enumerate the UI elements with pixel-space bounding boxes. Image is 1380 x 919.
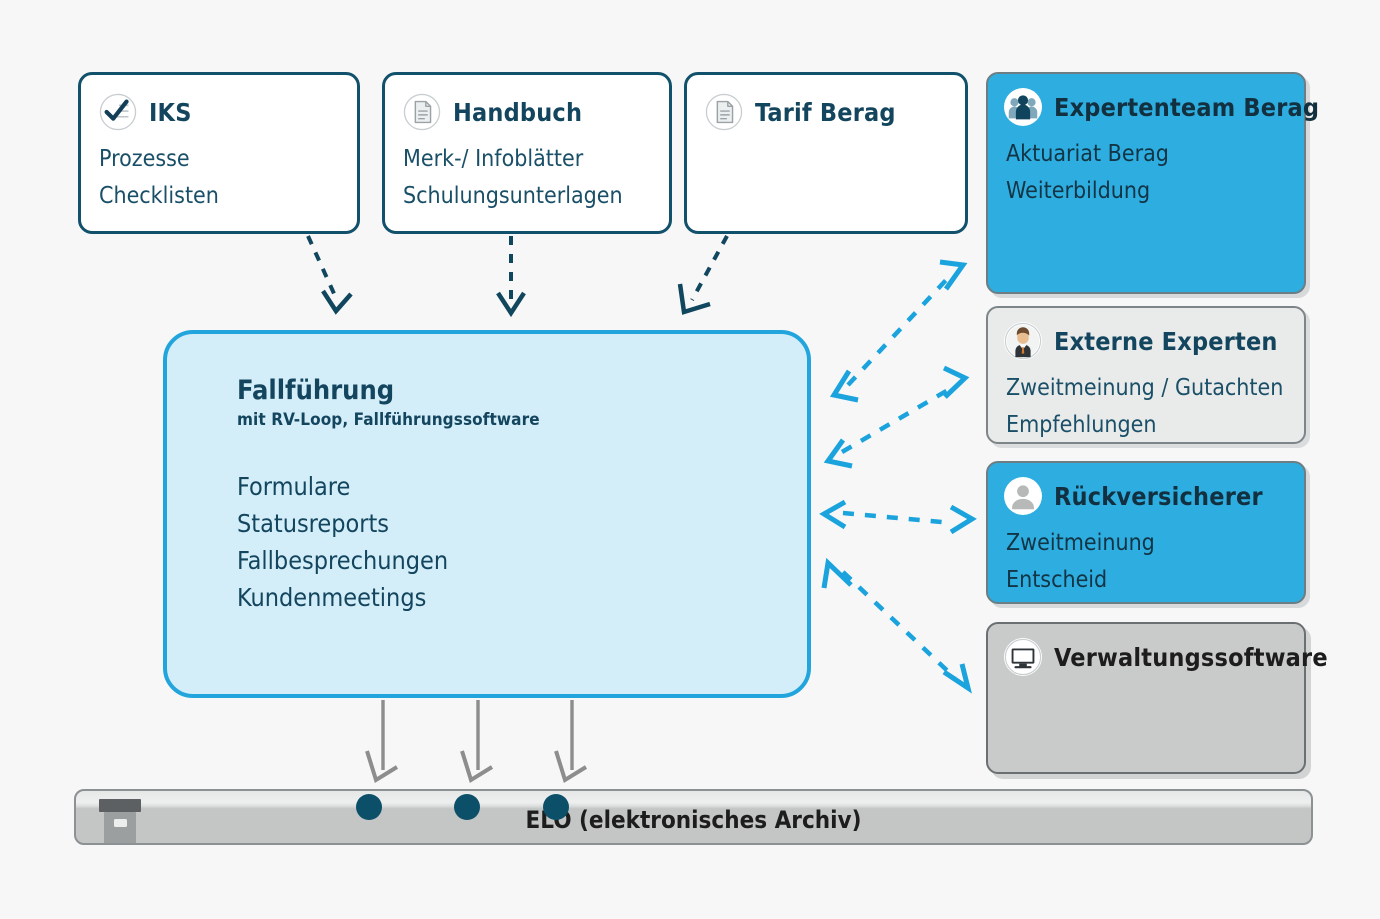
document-icon (403, 93, 441, 131)
elo-connector-dot-3 (543, 794, 569, 820)
card-expertenteam-berag-header: Expertenteam Berag (988, 74, 1319, 126)
person-silhouette-icon (1004, 477, 1042, 515)
arrowhead-rueckversicherer-out (819, 499, 847, 530)
card-fallfuehrung-line-4: Kundenmeetings (237, 582, 427, 612)
arrow-fallfuehrung-verwaltungssoftware (841, 570, 957, 680)
arrowhead-elo-1 (365, 750, 399, 784)
arrowhead-elo-2 (460, 750, 494, 784)
card-iks-lines: Prozesse Checklisten (81, 131, 357, 216)
card-tarif-berag-title: Tarif Berag (755, 97, 896, 127)
arrowhead-iks (321, 289, 353, 315)
arrow-fallfuehrung-expertenteam (846, 276, 950, 387)
businessperson-avatar-icon (1004, 322, 1042, 360)
card-fallfuehrung-body: Fallführung mit RV-Loop, Fallführungssof… (167, 334, 807, 616)
card-fallfuehrung-title: Fallführung (237, 375, 395, 406)
monitor-icon (1004, 638, 1042, 676)
arrowhead-expertenteam-out (829, 369, 859, 403)
arrowhead-verwaltungssoftware-out (821, 557, 853, 589)
card-handbuch-title: Handbuch (453, 97, 583, 127)
card-fallfuehrung-line-2: Statusreports (237, 508, 390, 538)
arrowhead-expertenteam-in (939, 259, 968, 291)
arrow-fallfuehrung-externe-experten (840, 388, 950, 454)
card-iks-title: IKS (149, 97, 192, 127)
arrowhead-elo-3 (554, 750, 588, 784)
card-externe-experten-header: Externe Experten (988, 308, 1304, 360)
card-expertenteam-berag-lines: Aktuariat Berag Weiterbildung (988, 126, 1304, 211)
card-iks-line-1: Prozesse (99, 146, 190, 172)
card-externe-experten[interactable]: Externe Experten Zweitmeinung / Gutachte… (986, 306, 1306, 444)
arrowhead-verwaltungssoftware-in (942, 663, 972, 694)
card-handbuch-header: Handbuch (385, 75, 669, 131)
card-externe-experten-title: Externe Experten (1054, 326, 1278, 356)
elo-connector-dot-2 (454, 794, 480, 820)
elo-archive-label: ELO (elektronisches Archiv) (525, 805, 862, 834)
card-externe-experten-line-1: Zweitmeinung / Gutachten (1006, 375, 1284, 401)
card-rueckversicherer[interactable]: Rückversicherer Zweitmeinung Entscheid (986, 461, 1306, 604)
card-expertenteam-berag-line-1: Aktuariat Berag (1006, 141, 1169, 167)
card-expertenteam-berag[interactable]: Expertenteam Berag Aktuariat Berag Weite… (986, 72, 1319, 294)
arrowhead-handbuch (496, 291, 526, 318)
card-iks-header: IKS (81, 75, 357, 131)
card-handbuch-lines: Merk-/ Infoblätter Schulungsunterlagen (385, 131, 669, 216)
card-expertenteam-berag-line-2: Weiterbildung (1006, 178, 1151, 205)
arrowhead-externe-experten-out (823, 438, 853, 469)
card-externe-experten-lines: Zweitmeinung / Gutachten Empfehlungen (988, 360, 1304, 445)
card-handbuch[interactable]: Handbuch Merk-/ Infoblätter Schulungsunt… (382, 72, 672, 234)
checklist-icon (99, 93, 137, 131)
card-tarif-berag-header: Tarif Berag (687, 75, 965, 131)
card-fallfuehrung-line-3: Fallbesprechungen (237, 545, 449, 575)
card-handbuch-line-1: Merk-/ Infoblätter (403, 146, 584, 172)
card-fallfuehrung-lines: Formulare Statusreports Fallbesprechunge… (237, 468, 807, 616)
card-externe-experten-line-2: Empfehlungen (1006, 412, 1157, 439)
card-fallfuehrung-line-1: Formulare (237, 471, 351, 501)
card-rueckversicherer-title: Rückversicherer (1054, 481, 1263, 511)
card-expertenteam-berag-title: Expertenteam Berag (1054, 92, 1320, 122)
arrow-tarif-to-fallfuehrung (690, 235, 729, 301)
card-verwaltungssoftware-header: Verwaltungssoftware (988, 624, 1328, 676)
card-verwaltungssoftware-title: Verwaltungssoftware (1054, 642, 1328, 672)
card-rueckversicherer-line-2: Entscheid (1006, 567, 1108, 594)
group-people-icon (1004, 88, 1042, 126)
card-rueckversicherer-header: Rückversicherer (988, 463, 1304, 515)
elo-archive-bar[interactable]: ELO (elektronisches Archiv) (74, 789, 1313, 845)
card-iks-line-2: Checklisten (99, 183, 219, 210)
card-tarif-berag[interactable]: Tarif Berag (684, 72, 968, 234)
card-rueckversicherer-line-1: Zweitmeinung (1006, 530, 1155, 556)
card-iks[interactable]: IKS Prozesse Checklisten (78, 72, 360, 234)
arrow-fallfuehrung-rueckversicherer (842, 510, 953, 526)
card-fallfuehrung[interactable]: Fallführung mit RV-Loop, Fallführungssof… (163, 330, 811, 698)
document-icon (705, 93, 743, 131)
arrowhead-rueckversicherer-in (949, 504, 977, 535)
card-fallfuehrung-subtitle: mit RV-Loop, Fallführungssoftware (237, 409, 540, 430)
arrowhead-externe-experten-in (942, 365, 970, 399)
archive-box-icon (99, 799, 141, 843)
card-rueckversicherer-lines: Zweitmeinung Entscheid (988, 515, 1304, 600)
card-handbuch-line-2: Schulungsunterlagen (403, 183, 623, 210)
arrowhead-tarif (677, 283, 711, 315)
card-verwaltungssoftware[interactable]: Verwaltungssoftware (986, 622, 1328, 774)
arrow-iks-to-fallfuehrung (306, 235, 338, 299)
elo-connector-dot-1 (356, 794, 382, 820)
